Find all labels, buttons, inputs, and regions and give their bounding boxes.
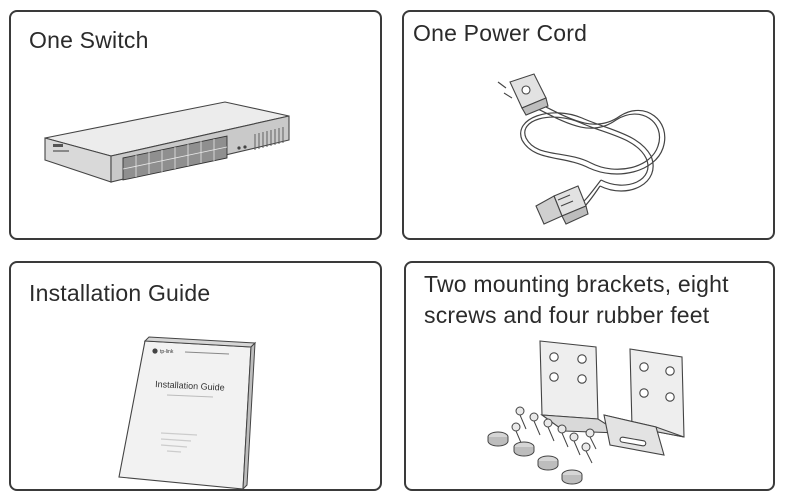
switch-illustration bbox=[44, 101, 290, 183]
power-cord-illustration bbox=[497, 73, 666, 225]
booklet-brand: tp-link bbox=[160, 349, 174, 355]
card-title-accessories: Two mounting brackets, eight screws and … bbox=[424, 271, 729, 328]
card-switch: One Switch bbox=[9, 10, 382, 240]
card-title-power-cord: One Power Cord bbox=[413, 20, 588, 46]
card-installation-guide: Installation Guide tp-link Installation … bbox=[9, 261, 382, 491]
card-title-switch: One Switch bbox=[29, 27, 149, 53]
installation-guide-booklet: tp-link Installation Guide bbox=[118, 336, 257, 489]
card-accessories: Two mounting brackets, eight screws and … bbox=[404, 261, 775, 491]
accessories-illustration bbox=[487, 340, 685, 485]
booklet-cover-title: Installation Guide bbox=[155, 379, 225, 393]
card-power-cord: One Power Cord bbox=[402, 10, 775, 240]
card-title-installation-guide: Installation Guide bbox=[29, 280, 211, 306]
